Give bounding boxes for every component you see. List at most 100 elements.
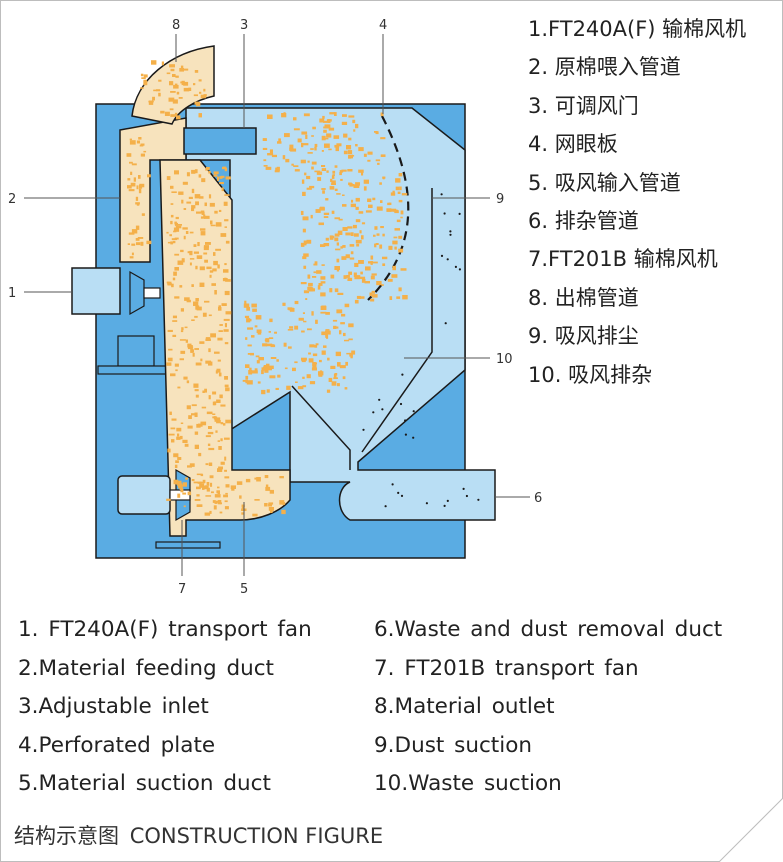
fiber-particle: [200, 421, 207, 426]
fiber-particle: [181, 199, 184, 204]
fiber-particle: [331, 381, 337, 386]
fiber-particle: [270, 344, 276, 348]
legend-en-item: 10.Waste suction: [374, 771, 562, 796]
fiber-particle: [204, 259, 208, 263]
fiber-particle: [337, 292, 344, 295]
fiber-particle: [181, 327, 184, 331]
fiber-particle: [193, 383, 199, 388]
fiber-particle: [300, 159, 306, 164]
fiber-particle: [209, 510, 212, 514]
fiber-particle: [334, 233, 340, 237]
fiber-particle: [268, 503, 272, 507]
fiber-particle: [400, 210, 404, 215]
fiber-particle: [205, 435, 211, 438]
fiber-particle: [186, 172, 190, 177]
fiber-particle: [221, 175, 225, 178]
fiber-particle: [176, 91, 180, 95]
fiber-particle: [388, 245, 393, 250]
fiber-particle: [340, 178, 343, 181]
fiber-particle: [187, 345, 193, 350]
fiber-particle: [261, 370, 264, 375]
fiber-particle: [217, 492, 220, 495]
fiber-particle: [298, 317, 304, 321]
fiber-particle: [224, 167, 228, 172]
fiber-particle: [268, 507, 274, 511]
callout-8: 8: [172, 18, 180, 33]
fiber-particle: [374, 226, 378, 230]
fiber-particle: [277, 374, 281, 378]
fiber-particle: [199, 266, 205, 271]
fiber-particle: [184, 297, 190, 301]
fiber-particle: [368, 204, 373, 208]
fiber-particle: [214, 351, 220, 354]
fiber-particle: [322, 115, 325, 119]
fiber-particle: [243, 303, 250, 308]
fiber-particle: [183, 68, 189, 71]
fiber-particle: [170, 427, 176, 430]
fiber-particle: [295, 381, 298, 383]
fiber-particle: [359, 296, 365, 299]
fiber-particle: [353, 184, 360, 188]
fiber-particle: [208, 194, 212, 199]
fiber-particle: [308, 286, 311, 289]
fiber-particle: [308, 358, 314, 363]
dust-particle: [458, 268, 461, 271]
fiber-particle: [394, 228, 400, 231]
fiber-particle: [182, 492, 187, 495]
fiber-particle: [174, 253, 180, 256]
fiber-particle: [174, 296, 180, 299]
fiber-particle: [225, 387, 230, 392]
fiber-particle: [222, 166, 226, 170]
fiber-particle: [307, 160, 310, 163]
fiber-particle: [136, 203, 140, 206]
fiber-particle: [176, 427, 182, 432]
fiber-particle: [138, 137, 142, 140]
fiber-particle: [209, 274, 212, 278]
fiber-particle: [138, 188, 142, 194]
fiber-particle: [339, 172, 342, 176]
fiber-particle: [361, 235, 364, 240]
dust-particle: [378, 398, 381, 401]
fiber-particle: [355, 197, 360, 202]
fiber-particle: [344, 339, 350, 342]
fiber-particle: [314, 146, 317, 151]
fiber-particle: [207, 443, 211, 446]
fiber-particle: [314, 344, 318, 348]
fiber-particle: [167, 357, 173, 362]
fiber-particle: [294, 169, 300, 172]
fiber-particle: [199, 483, 205, 488]
fiber-particle: [264, 475, 269, 479]
fiber-particle: [333, 373, 337, 379]
fiber-particle: [213, 174, 218, 177]
fiber-particle: [176, 436, 181, 440]
fiber-particle: [372, 294, 378, 298]
fiber-particle: [189, 250, 193, 256]
fiber-particle: [225, 240, 230, 244]
fiber-particle: [152, 96, 155, 101]
fiber-particle: [188, 87, 192, 91]
fiber-particle: [206, 482, 210, 486]
fiber-particle: [129, 140, 136, 145]
fiber-particle: [320, 311, 327, 314]
fiber-particle: [185, 477, 188, 480]
fiber-particle: [355, 182, 360, 186]
fiber-particle: [215, 430, 218, 433]
fiber-particle: [202, 485, 205, 490]
fiber-particle: [179, 339, 186, 341]
fiber-particle: [245, 337, 248, 340]
fiber-particle: [208, 462, 213, 466]
fiber-particle: [365, 266, 371, 271]
fiber-particle: [151, 60, 157, 65]
fiber-particle: [194, 315, 198, 318]
legend-en-item: 9.Dust suction: [374, 732, 532, 758]
fiber-particle: [355, 123, 359, 129]
dust-particle: [477, 498, 480, 501]
fiber-particle: [195, 362, 202, 366]
fiber-particle: [135, 238, 140, 241]
fiber-particle: [131, 229, 138, 234]
fiber-particle: [218, 372, 222, 377]
fiber-particle: [136, 140, 140, 144]
fiber-particle: [331, 210, 335, 214]
fiber-particle: [205, 463, 209, 466]
fiber-particle: [257, 381, 261, 384]
